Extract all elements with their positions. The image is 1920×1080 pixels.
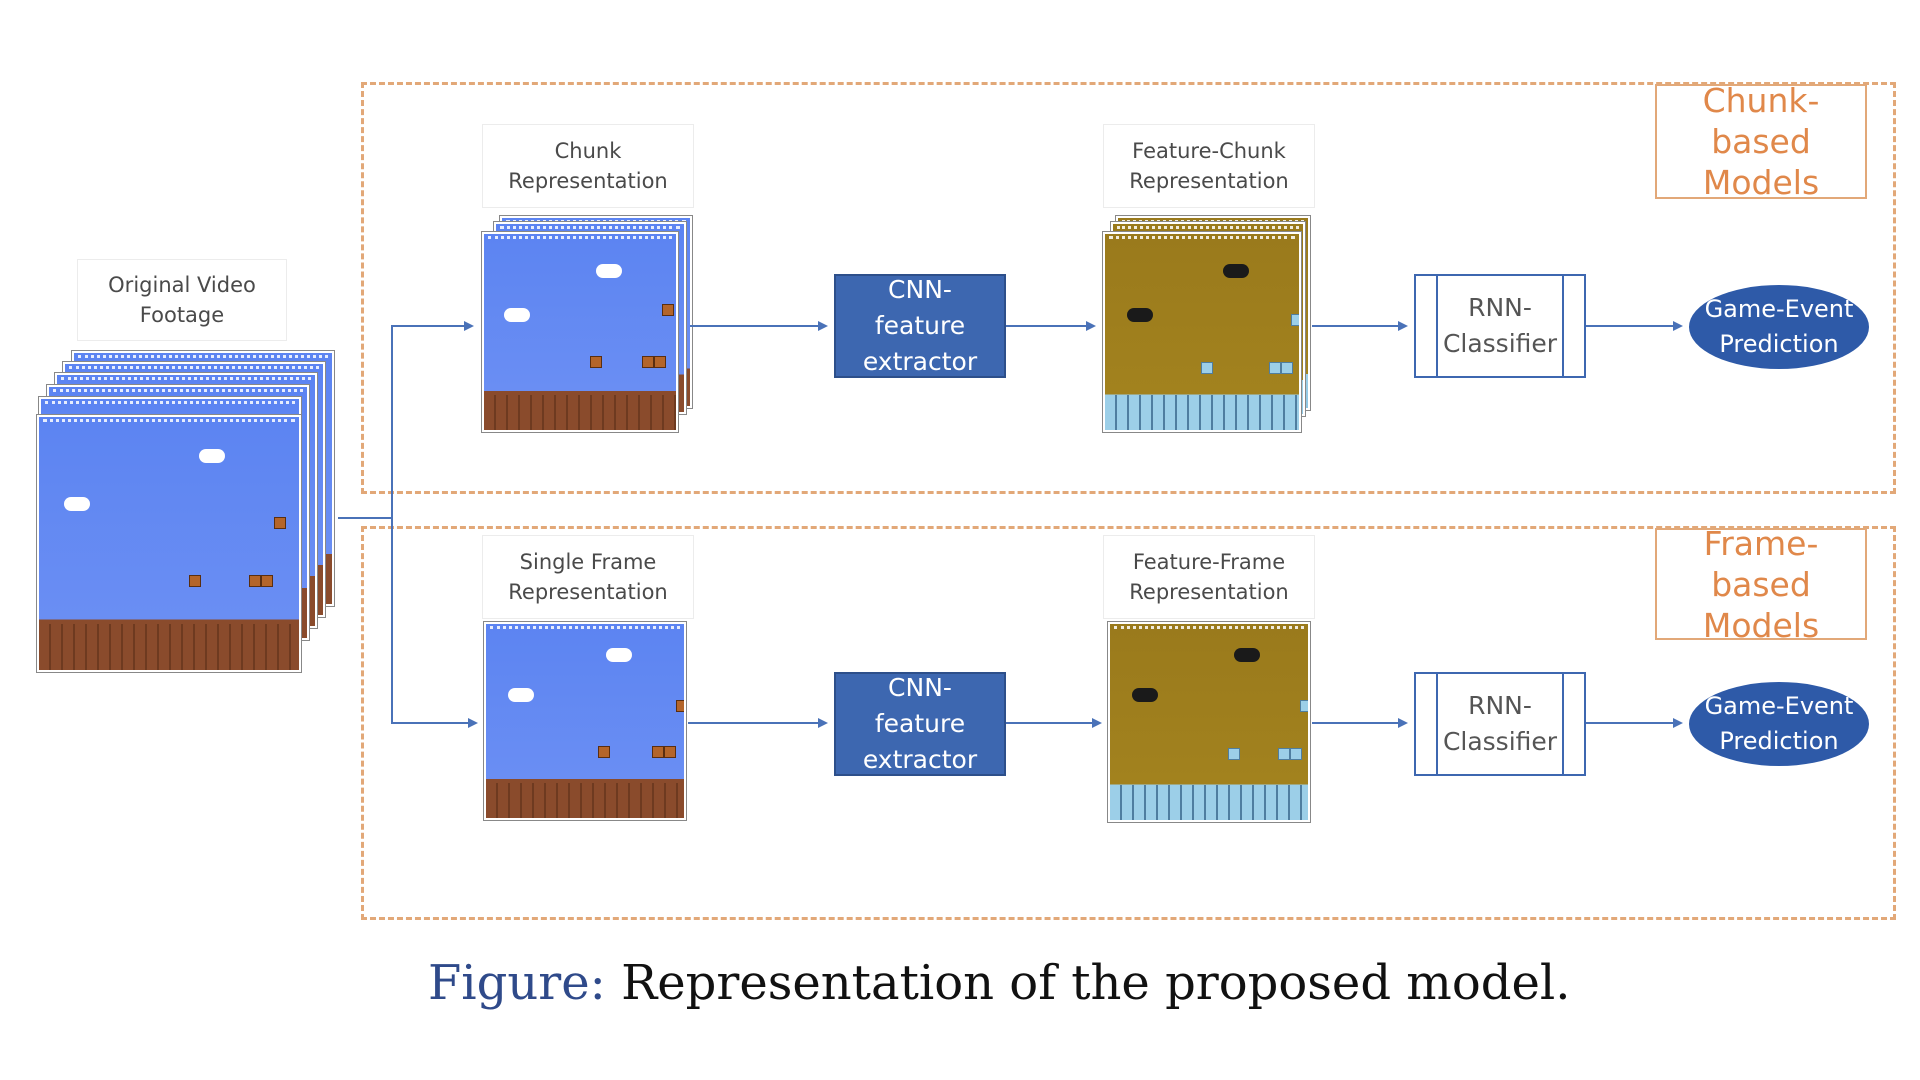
frame-models-label: Frame-based Models (1655, 524, 1867, 645)
chunk-frame-front (481, 231, 679, 433)
figure-caption: Figure: Representation of the proposed m… (428, 955, 1570, 1011)
feature-frame-representation-label: Feature-Frame Representation (1103, 535, 1315, 619)
frame-models-region (361, 526, 1896, 920)
video-frame-front (36, 414, 302, 673)
single-frame-representation-label: Single Frame Representation (482, 535, 694, 619)
figure-caption-text: Representation of the proposed model. (621, 955, 1571, 1011)
frame-rnn-classifier: RNN- Classifier (1414, 672, 1586, 776)
chunk-rnn-classifier: RNN- Classifier (1414, 274, 1586, 378)
chunk-representation-label: Chunk Representation (482, 124, 694, 208)
chunk-game-event-prediction: Game-Event Prediction (1689, 285, 1869, 369)
chunk-models-region (361, 82, 1896, 494)
frame-game-event-prediction: Game-Event Prediction (1689, 682, 1869, 766)
original-video-label: Original Video Footage (77, 259, 287, 341)
frame-cnn-feature-extractor: CNN- feature extractor (834, 672, 1006, 776)
single-frame (483, 621, 687, 821)
feature-chunk-frame-front (1102, 231, 1302, 433)
figure-caption-prefix: Figure: (428, 955, 606, 1011)
feature-frame (1107, 621, 1311, 823)
chunk-cnn-feature-extractor: CNN- feature extractor (834, 274, 1006, 378)
chunk-models-label: Chunk-based Models (1655, 81, 1867, 202)
feature-chunk-representation-label: Feature-Chunk Representation (1103, 124, 1315, 208)
